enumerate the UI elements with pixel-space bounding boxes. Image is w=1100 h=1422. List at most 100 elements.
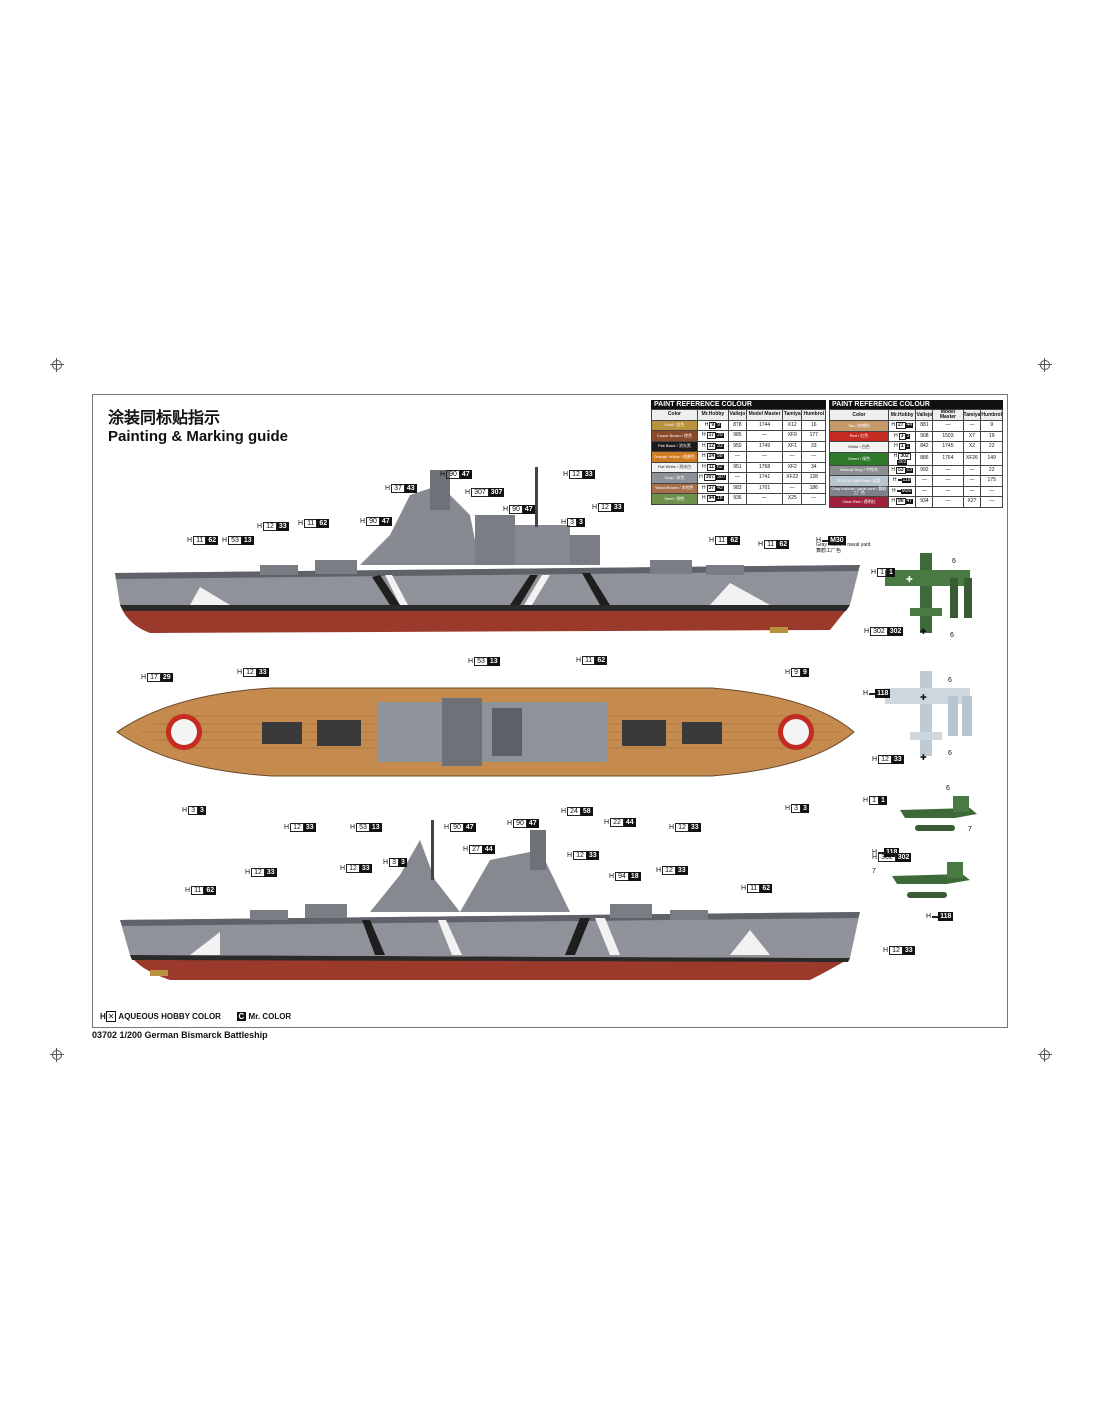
vallejo-code: 886 <box>915 451 934 466</box>
model-master-code: 1744 <box>746 419 783 431</box>
aircraft-part-number: 6 <box>950 632 954 639</box>
humbrol-code: 9 <box>980 420 1003 432</box>
ship-side-view-port <box>115 467 860 633</box>
col-vallejo: Vallejo <box>915 409 934 421</box>
tamiya-code: X2 <box>962 441 982 453</box>
aircraft-part-number: 6 <box>948 677 952 684</box>
humbrol-code: 33 <box>801 440 826 452</box>
humbrol-code: — <box>801 493 826 505</box>
tamiya-code: X25 <box>781 493 803 505</box>
vallejo-code: 881 <box>915 420 934 432</box>
aircraft-part-number: 6 <box>946 785 950 792</box>
color-swatch: Flat Black / 消光黑 <box>651 440 698 452</box>
col-vallejo: Vallejo <box>727 409 748 421</box>
col-color: Color <box>829 409 889 421</box>
model-master-code: — <box>932 464 964 476</box>
col-color: Color <box>651 409 698 421</box>
model-master-code: — <box>746 430 783 442</box>
model-master-code: 1749 <box>746 440 783 452</box>
col-mrhobby: Mr.Hobby <box>696 409 729 421</box>
aqueous-label: AQUEOUS HOBBY COLOR <box>118 1012 221 1021</box>
humbrol-code: 177 <box>801 430 826 442</box>
paint-reference-table-1: PAINT REFERENCE COLOUR Color Mr.Hobby Va… <box>651 400 826 505</box>
svg-text:✚: ✚ <box>920 693 927 702</box>
color-swatch: Clear Red / 透明红 <box>829 496 889 508</box>
humbrol-code: 22 <box>980 441 1003 453</box>
aircraft-part-number: 6 <box>948 750 952 757</box>
color-legend: H✕ AQUEOUS HOBBY COLOR C Mr. COLOR <box>100 1011 292 1022</box>
registration-mark-br <box>1038 1048 1052 1062</box>
aqueous-mark: H <box>100 1012 106 1021</box>
vallejo-code: — <box>915 485 934 497</box>
model-master-code: 1745 <box>932 441 964 453</box>
color-swatch: Gold / 金色 <box>651 419 698 431</box>
paint-table-caption: PAINT REFERENCE COLOUR <box>829 400 1003 409</box>
vallejo-code: 992 <box>915 464 934 476</box>
tamiya-code: X27 <box>962 496 982 508</box>
col-mrhobby: Mr.Hobby <box>887 409 917 421</box>
humbrol-code: 175 <box>980 475 1003 487</box>
tamiya-code: — <box>962 475 982 487</box>
color-swatch: Tan / 棕褐色 <box>829 420 889 432</box>
svg-text:✚: ✚ <box>906 575 913 584</box>
aircraft-part-number: 6 <box>952 558 956 565</box>
humbrol-code: 19 <box>980 430 1003 442</box>
col-tamiya: Tamiya <box>962 409 982 421</box>
vallejo-code: 842 <box>915 441 934 453</box>
vallejo-code: 936 <box>727 493 748 505</box>
registration-mark-bl <box>50 1048 64 1062</box>
registration-mark-tl <box>50 358 64 372</box>
col-humbrol: Humbrol <box>980 409 1003 421</box>
paint-reference-table-2: PAINT REFERENCE COLOUR Color Mr.Hobby Va… <box>829 400 1003 508</box>
col-model-master: Model Master <box>746 409 783 421</box>
vallejo-code: 878 <box>727 419 748 431</box>
vallejo-code: 934 <box>915 496 934 508</box>
color-swatch: White / 白色 <box>829 441 889 453</box>
humbrol-code: — <box>980 485 1003 497</box>
tamiya-code: — <box>962 485 982 497</box>
aircraft-arado-top-green: ✚ ✚ <box>885 553 972 636</box>
gray-maizuru-note: Gray maizuru naval yard 舞鹤工厂色 <box>816 542 870 554</box>
footer-product-title: 03702 1/200 German Bismarck Battleship <box>92 1030 268 1040</box>
aircraft-arado-bottom-blue: ✚ ✚ <box>885 671 972 762</box>
model-master-code: — <box>932 475 964 487</box>
